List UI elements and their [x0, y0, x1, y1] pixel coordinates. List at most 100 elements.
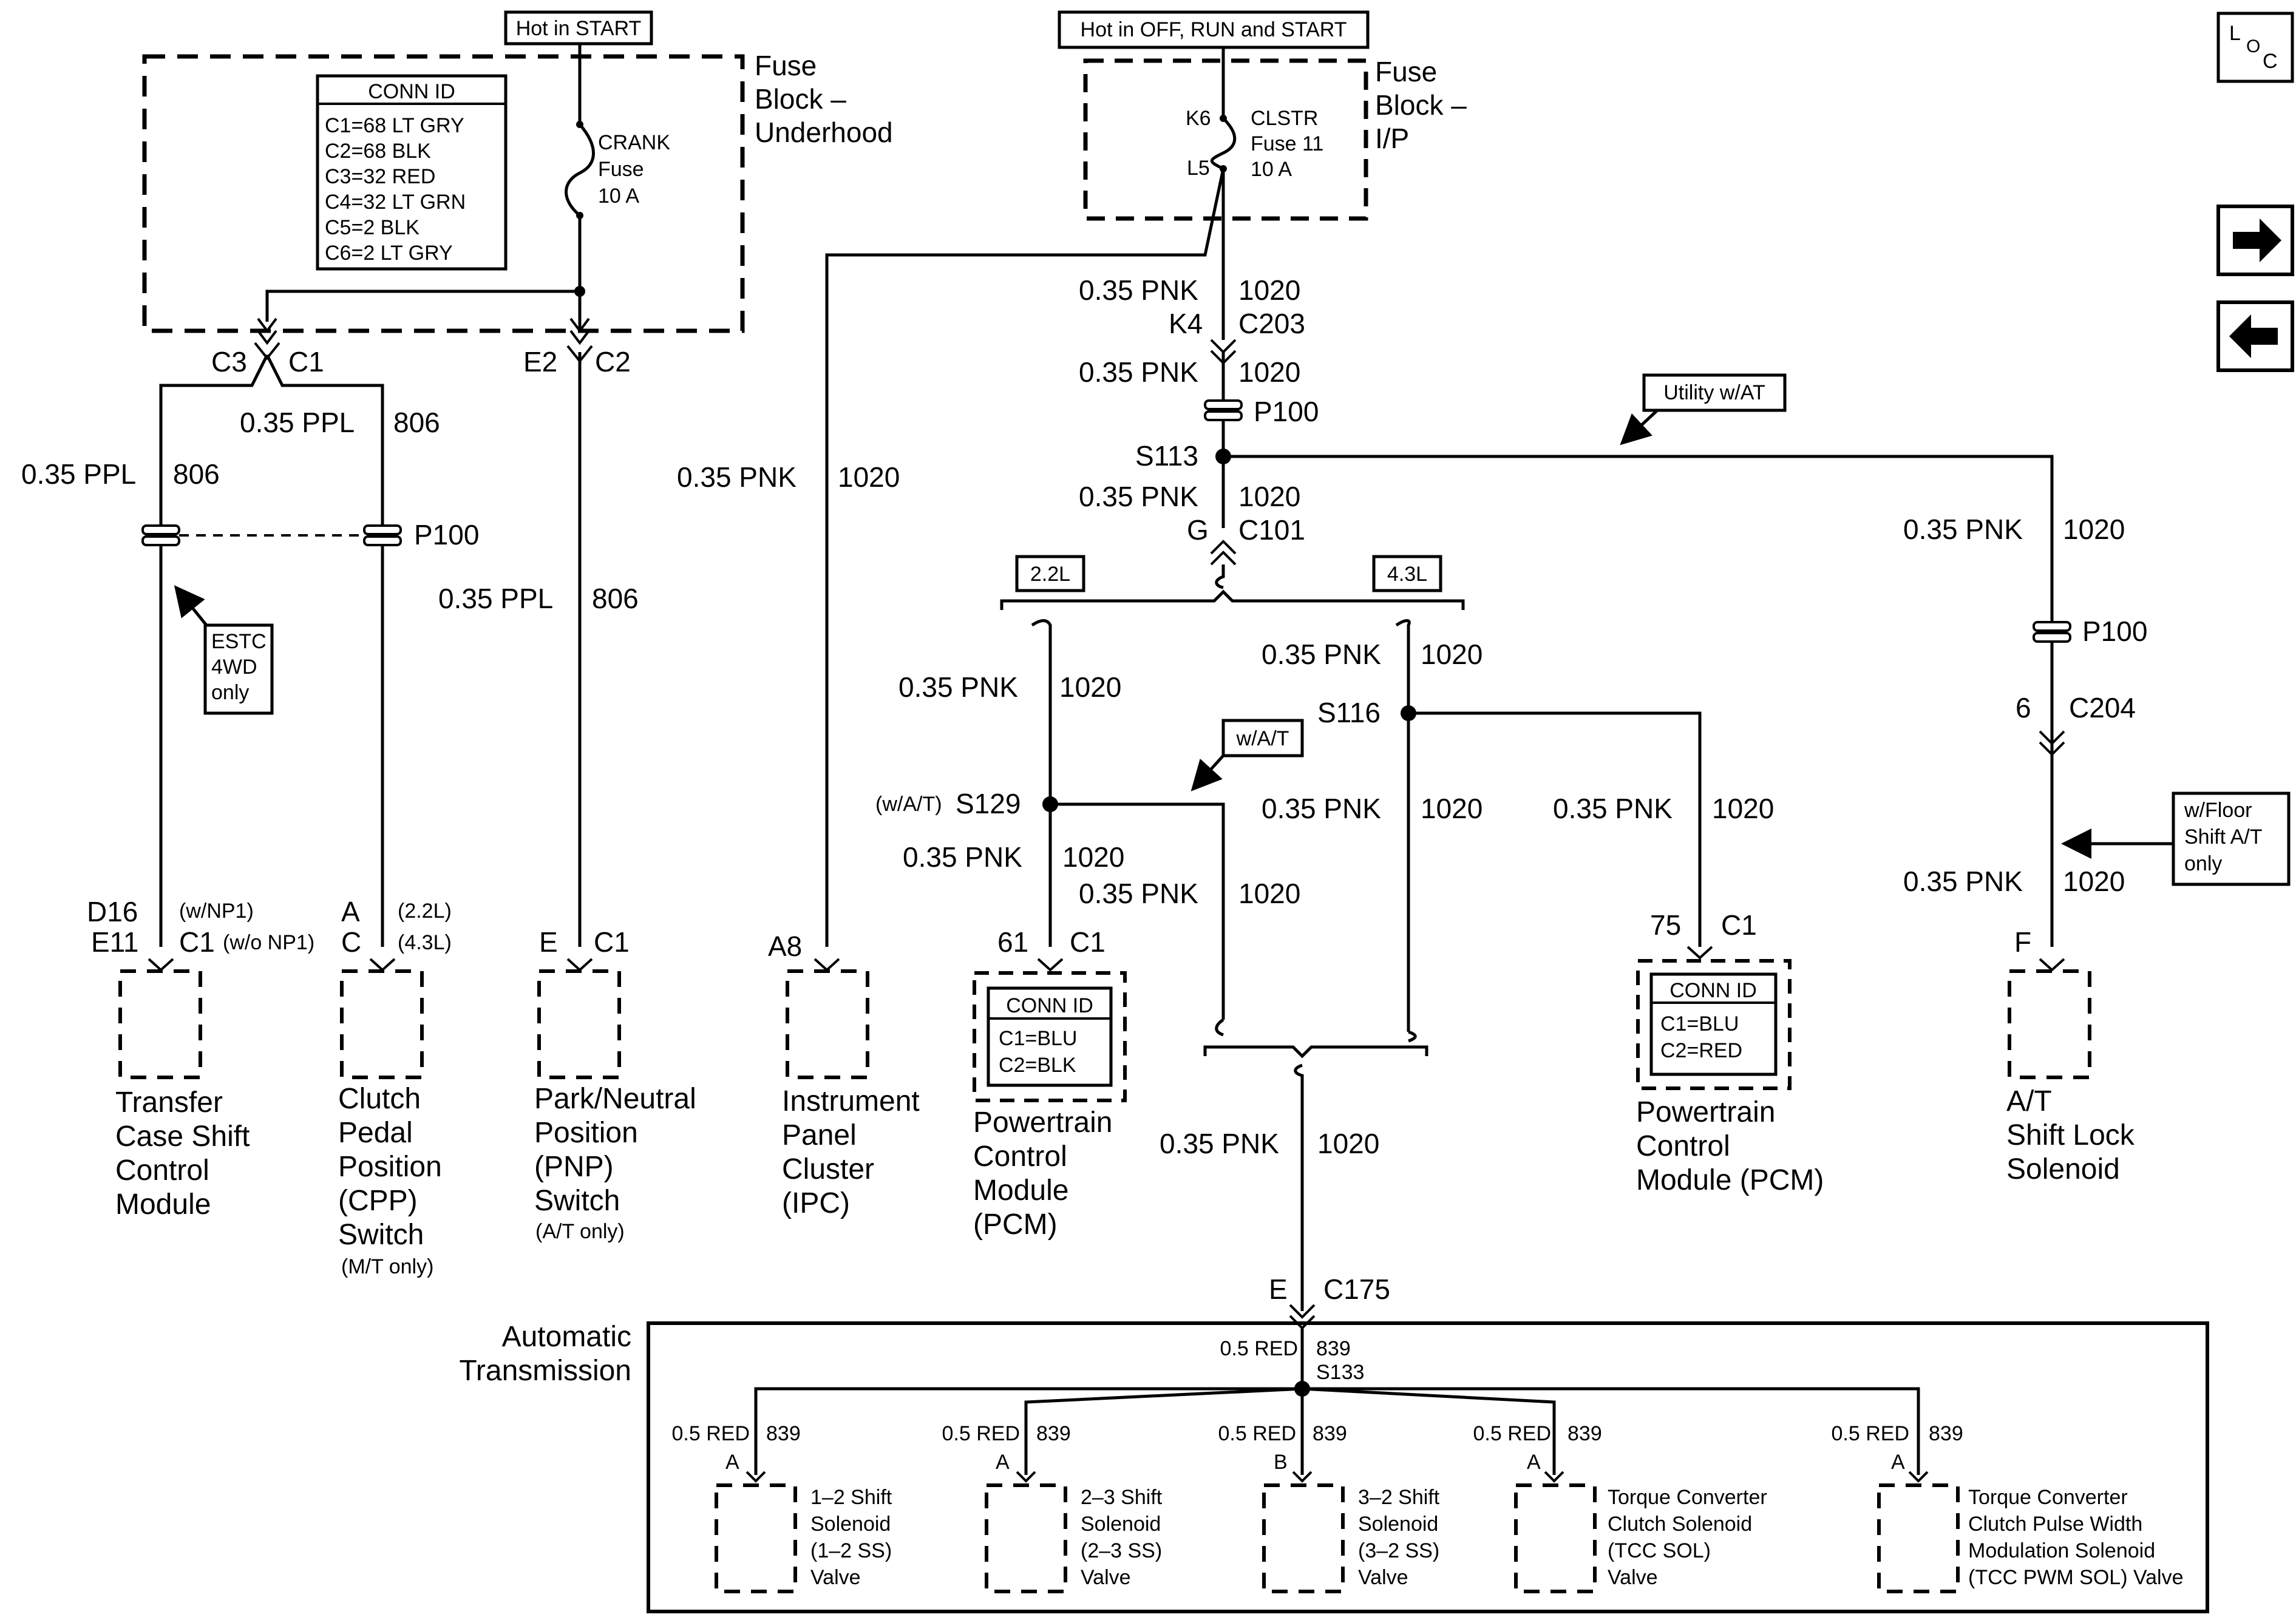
pin-note: (4.3L): [398, 931, 452, 954]
pin-label: D16: [87, 896, 138, 927]
pin-label: C1: [1721, 909, 1757, 941]
conn-id-row: C2=BLK: [999, 1054, 1076, 1077]
solenoid-name: Valve: [1358, 1566, 1408, 1589]
p100-connector-icon: [363, 524, 402, 546]
conn-id-row: C1=BLU: [1660, 1012, 1739, 1035]
solenoid-name: Solenoid: [1081, 1513, 1161, 1536]
wire-gauge-label: 0.5 RED: [672, 1422, 750, 1445]
solenoid-name: (TCC PWM SOL) Valve: [1968, 1566, 2184, 1589]
option-4-3l-label: 4.3L: [1387, 563, 1427, 586]
solenoid-1-2-shift: 0.5 RED 839 A 1–2 Shift Solenoid (1–2 SS…: [672, 1422, 892, 1593]
wire-gauge-label: 0.35 PNK: [903, 841, 1022, 873]
pin-label: C: [341, 926, 361, 958]
crank-fuse-label: Fuse: [598, 158, 644, 181]
component-dashed-box: [1262, 1483, 1345, 1593]
estc-note: only: [211, 681, 249, 704]
component-name: Position: [338, 1151, 442, 1183]
automatic-transmission: Automatic Transmission 0.5 RED 839 S133: [459, 1321, 2209, 1613]
connector-p100-label: P100: [1254, 396, 1319, 427]
wire-circuit-label: 1020: [2063, 866, 2125, 897]
component-name: Module: [115, 1188, 211, 1221]
wire-gauge-label: 0.35 PNK: [1553, 793, 1673, 824]
wire-circuit-label: 1020: [1238, 356, 1300, 388]
fuse-pin-l5: L5: [1187, 157, 1210, 180]
hot-in-off-run-start-label: Hot in OFF, RUN and START: [1081, 18, 1347, 41]
connector-c2-label: C2: [595, 346, 631, 378]
next-page-button[interactable]: [2216, 205, 2294, 276]
wat-note-box: [1221, 719, 1304, 757]
solenoid-name: Solenoid: [810, 1513, 891, 1536]
wire-gauge-label: 0.35 PNK: [1079, 274, 1198, 306]
crank-fuse-label: CRANK: [598, 131, 670, 154]
pin-label: C1: [1070, 926, 1106, 958]
solenoid-3-2-shift: 0.5 RED 839 B 3–2 Shift Solenoid (3–2 SS…: [1218, 1422, 1440, 1593]
fuse-pin-k6: K6: [1186, 107, 1211, 130]
option-4-3l-box: [1372, 555, 1442, 592]
connector-c204-label: C204: [2069, 692, 2136, 724]
component-name: Powertrain: [1636, 1096, 1775, 1128]
pin-label: B: [1274, 1451, 1288, 1474]
splice-s129-label: S129: [956, 788, 1021, 819]
wire-gauge-label: 0.35 PNK: [898, 671, 1018, 703]
floor-shift-note: Shift A/T: [2184, 825, 2263, 849]
estc-note-box: [203, 623, 274, 715]
solenoid-tcc-pwm: 0.5 RED 839 A Torque Converter Clutch Pu…: [1832, 1422, 2184, 1593]
fuse-block-underhood: Hot in START Fuse Block – Underhood CONN…: [142, 10, 893, 345]
clstr-fuse-label: Fuse 11: [1251, 132, 1323, 155]
pin-label: A: [1527, 1451, 1541, 1474]
wire-circuit-label: 806: [393, 407, 440, 438]
wire-circuit-label: 1020: [1317, 1128, 1379, 1159]
wire-gauge-label: 0.5 RED: [1832, 1422, 1910, 1445]
pin-label: A: [1891, 1451, 1905, 1474]
connector-c175-label: C175: [1323, 1273, 1390, 1305]
solenoid-name: Valve: [1081, 1566, 1131, 1589]
connector-c1-label: C1: [288, 346, 324, 378]
pin-label: A: [725, 1451, 739, 1474]
shift-lock-branch: 0.35 PNK 1020 P100 6 C204 w/Floor Shift …: [1903, 513, 2291, 1185]
solenoid-name: Modulation Solenoid: [1968, 1539, 2155, 1562]
component-name: (CPP): [338, 1185, 418, 1217]
wat-note: w/A/T: [1236, 727, 1289, 750]
fuse-block-ip-outline: [1083, 58, 1368, 221]
previous-page-button[interactable]: [2216, 300, 2294, 372]
pnp-switch: E C1 Park/Neutral Position (PNP) Switch …: [534, 926, 696, 1243]
merge-to-transmission: 0.35 PNK 1020 E C175: [1160, 1018, 1428, 1330]
solenoid-name: Solenoid: [1358, 1513, 1438, 1536]
solenoid-name: Valve: [810, 1566, 861, 1589]
component-name: Switch: [338, 1219, 424, 1251]
utility-at-note-box: [1642, 373, 1787, 412]
pin-label: C1: [594, 926, 630, 958]
clstr-fuse-icon: [1210, 117, 1237, 171]
solenoid-tcc: 0.5 RED 839 A Torque Converter Clutch So…: [1473, 1422, 1767, 1593]
component-name: Panel: [782, 1119, 857, 1151]
solenoid-name: Clutch Pulse Width: [1968, 1513, 2142, 1536]
wire-gauge-label: 0.35 PNK: [1262, 639, 1381, 670]
conn-id-title: CONN ID: [1669, 979, 1757, 1002]
pin-label: A8: [768, 930, 802, 962]
wire-circuit-label: 839: [1567, 1422, 1602, 1445]
solenoid-name: (2–3 SS): [1081, 1539, 1162, 1562]
wire-gauge-label: 0.5 RED: [942, 1422, 1021, 1445]
component-name: A/T: [2006, 1085, 2052, 1117]
p100-connector-icon: [141, 524, 180, 546]
component-name: Control: [115, 1154, 209, 1187]
fuse-block-underhood-outline: [142, 54, 745, 333]
hot-in-off-run-start-box: [1058, 10, 1370, 49]
conn-id-row: C2=68 BLK: [325, 140, 431, 163]
component-name: Transfer: [115, 1086, 223, 1119]
wire-gauge-label: 0.35 PNK: [1903, 513, 2023, 545]
loc-letter-c: C: [2263, 50, 2278, 73]
wire-gauge-label: 0.35 PNK: [1160, 1128, 1279, 1159]
solenoid-name: Torque Converter: [1608, 1486, 1767, 1509]
note-pointer-arrow: [1190, 754, 1224, 791]
pin-label: E11: [91, 926, 138, 958]
conn-id-title: CONN ID: [1006, 994, 1093, 1017]
pin-label: C1: [179, 926, 215, 958]
locator-button[interactable]: L O C: [2216, 12, 2294, 83]
component-name: (PCM): [973, 1208, 1058, 1241]
solenoid-name: (TCC SOL): [1608, 1539, 1711, 1562]
component-name: Case Shift: [115, 1120, 250, 1153]
component-dashed-box: [985, 1483, 1067, 1593]
wire-gauge-label: 0.35 PNK: [677, 461, 796, 493]
p100-connector-icon: [1204, 399, 1243, 421]
